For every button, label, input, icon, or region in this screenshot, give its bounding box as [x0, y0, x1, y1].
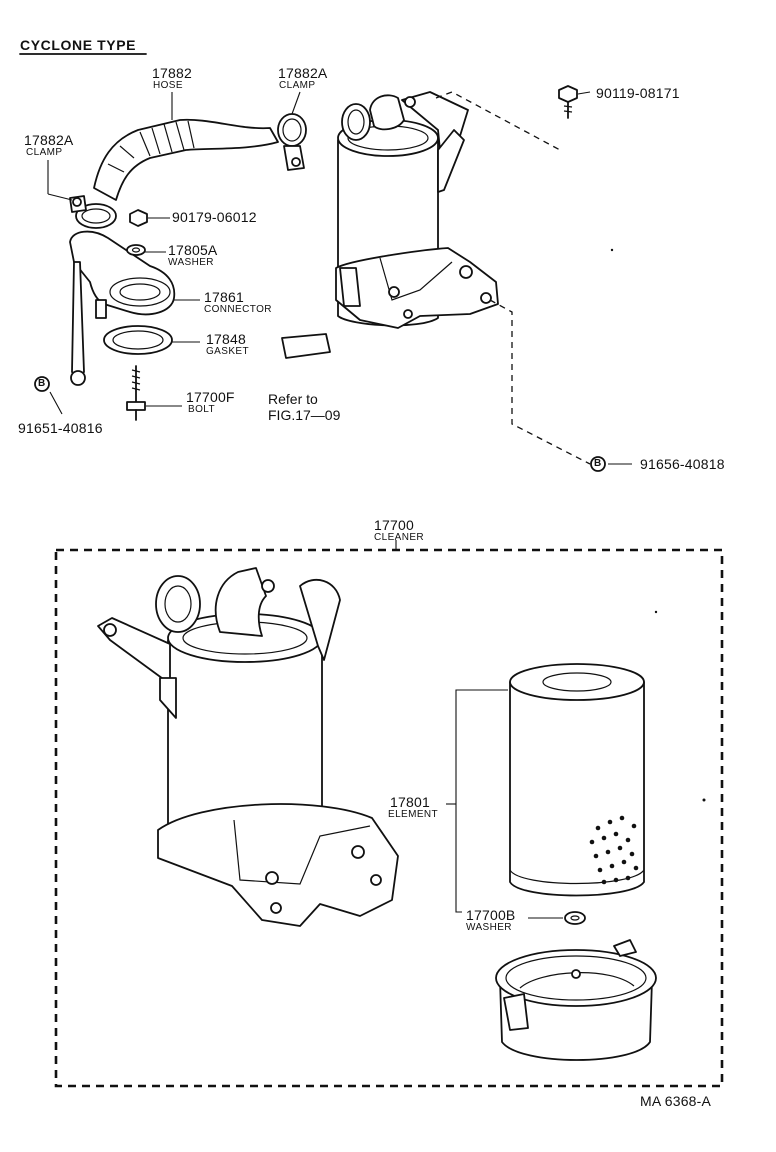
part-number-hose: 17882	[152, 65, 192, 81]
connector-drawing	[69, 230, 176, 386]
leader-lines	[47, 91, 632, 465]
diagram-title: CYCLONE TYPE	[20, 37, 137, 53]
part-number-gasket: 17848	[206, 331, 246, 347]
refer-part-drawing	[281, 333, 331, 359]
part-number-bolt-f: 17700F	[186, 389, 235, 405]
b-marker-left-letter: B	[38, 378, 46, 389]
bolt-f-drawing	[126, 365, 146, 421]
washer-a-drawing	[126, 244, 146, 256]
part-number-element: 17801	[390, 794, 430, 810]
nut-drawing	[129, 209, 148, 227]
part-number-b-right: 91656-40818	[640, 456, 725, 472]
element-perforations	[589, 815, 639, 885]
part-name-cleaner: CLEANER	[374, 532, 425, 543]
part-name-hose: HOSE	[153, 80, 183, 91]
leader-dash-right	[489, 299, 591, 465]
cleaner-group-box	[54, 548, 724, 1088]
clamp-top-drawing	[277, 113, 307, 171]
part-number-nut: 90179-06012	[172, 209, 257, 225]
part-name-washer-b: WASHER	[466, 922, 512, 933]
part-name-connector: CONNECTOR	[204, 304, 272, 315]
dust-bowl-drawing	[495, 939, 657, 1061]
part-number-cleaner: 17700	[374, 517, 414, 533]
part-number-connector: 17861	[204, 289, 244, 305]
element-bracket	[455, 689, 508, 913]
part-name-clamp-top: CLAMP	[279, 80, 316, 91]
gasket-drawing	[103, 325, 173, 355]
b-marker-right-letter: B	[594, 458, 602, 469]
part-number-bolt-top: 90119-08171	[596, 85, 680, 101]
part-number-washer-a: 17805A	[168, 242, 218, 258]
stray-dot	[702, 798, 706, 802]
top-cleaner-drawing	[335, 91, 499, 329]
part-name-gasket: GASKET	[206, 346, 249, 357]
leader-dash-top	[435, 91, 561, 151]
clamp-left-drawing	[69, 195, 117, 229]
bolt-top-drawing	[558, 85, 578, 119]
part-name-element: ELEMENT	[388, 809, 439, 820]
part-number-clamp-left: 17882A	[24, 132, 74, 148]
b-marker-left	[34, 376, 50, 392]
cleaner-body-drawing	[97, 567, 399, 927]
hose-drawing	[93, 118, 279, 201]
footer-code: MA 6368-A	[640, 1093, 712, 1109]
washer-b-drawing	[564, 911, 586, 925]
stray-dot	[610, 248, 614, 252]
element-drawing	[509, 663, 645, 897]
stray-dot	[654, 610, 658, 614]
b-marker-right	[590, 456, 606, 472]
part-number-b-left: 91651-40816	[18, 420, 103, 436]
part-number-washer-b: 17700B	[466, 907, 516, 923]
part-name-washer-a: WASHER	[168, 257, 214, 268]
part-name-clamp-left: CLAMP	[26, 147, 63, 158]
part-name-bolt-f: BOLT	[188, 404, 215, 415]
refer-text-line1: Refer to	[268, 391, 318, 407]
refer-text-line2: FIG.17—09	[268, 407, 341, 423]
part-number-clamp-top: 17882A	[278, 65, 328, 81]
